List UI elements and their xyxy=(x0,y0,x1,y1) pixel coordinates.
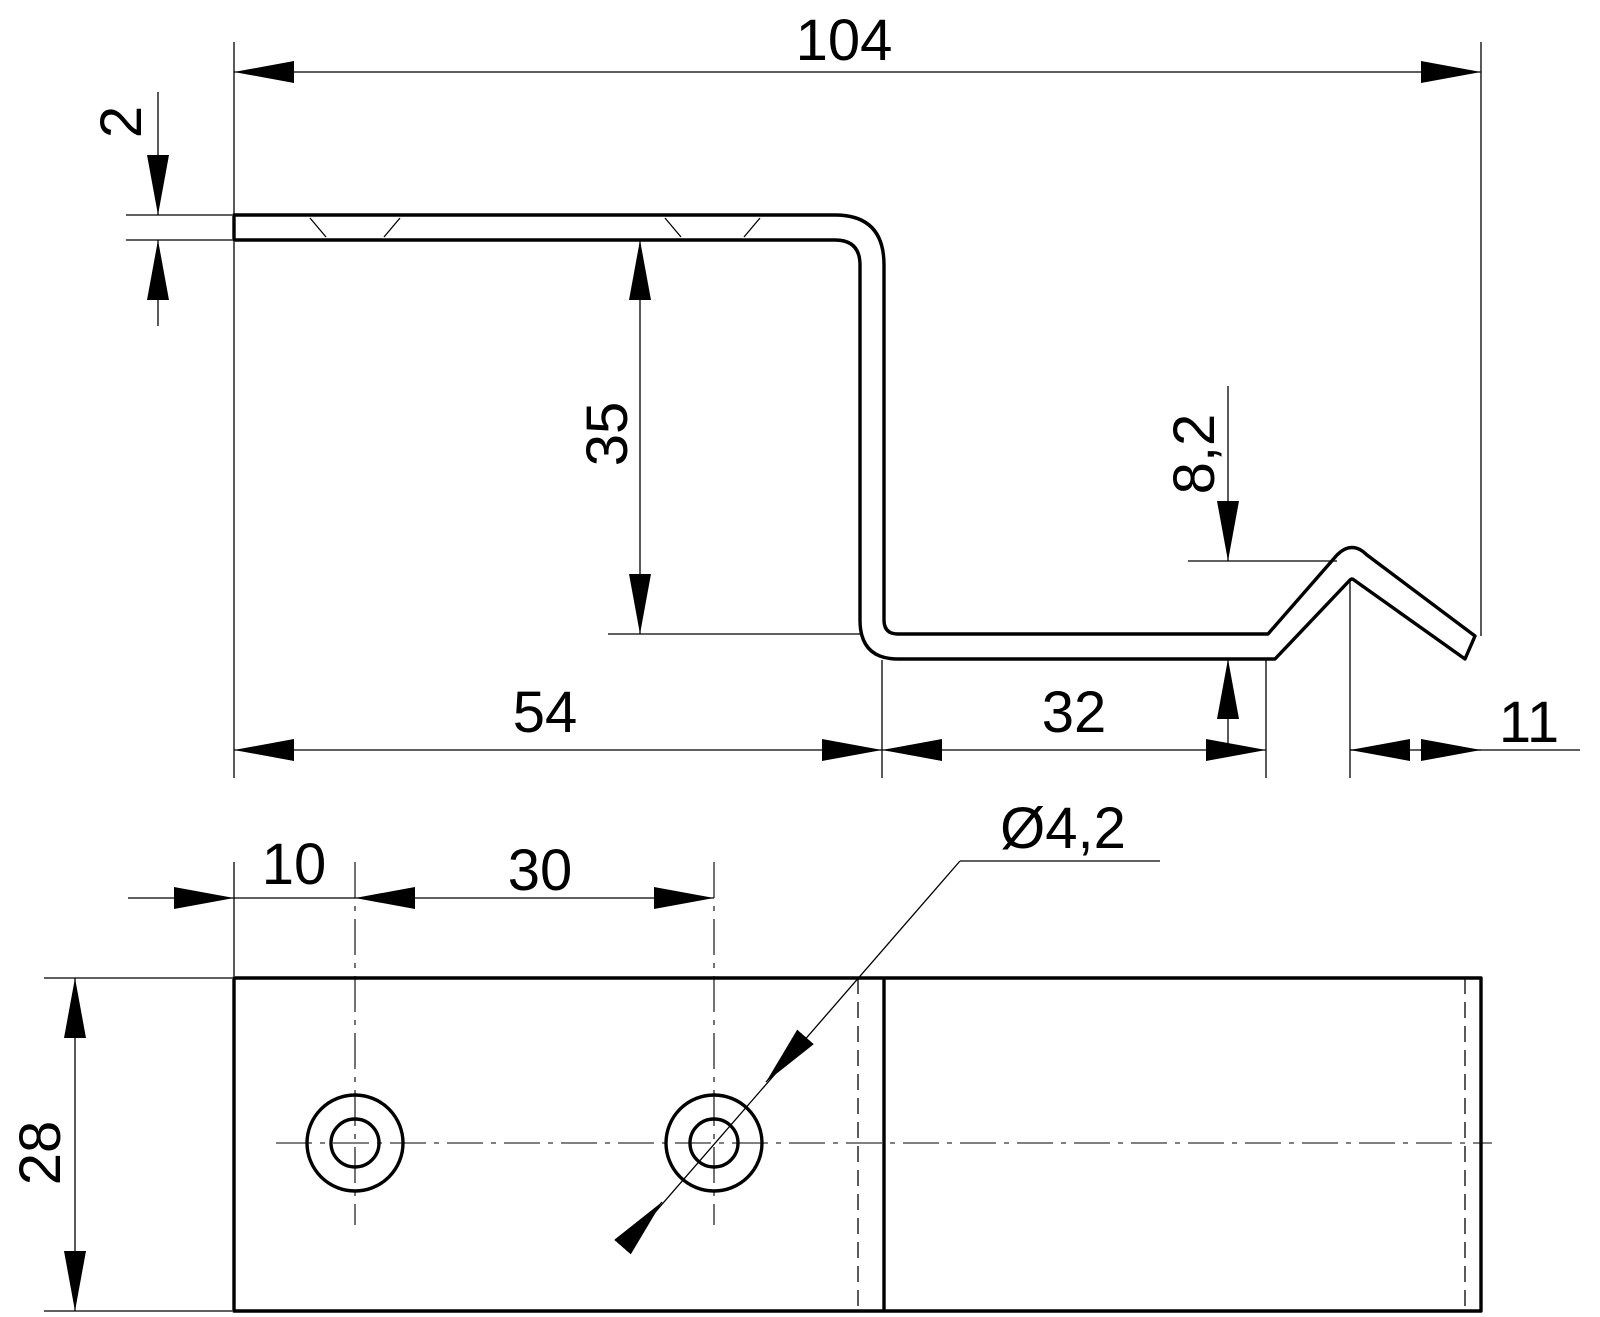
dimension-hole-diameter: Ø4,2 xyxy=(614,796,1160,1255)
offset-height-value: 35 xyxy=(575,402,640,467)
hole-1 xyxy=(305,1093,405,1193)
hole-spacing-value: 30 xyxy=(508,838,573,903)
rise-height-value: 8,2 xyxy=(1162,414,1227,495)
first-leg-value: 54 xyxy=(513,680,578,745)
overall-length-value: 104 xyxy=(796,8,893,73)
dimension-hole-positions: 10 30 xyxy=(128,832,714,976)
hole-2 xyxy=(664,1093,764,1193)
hole-diameter-value: Ø4,2 xyxy=(1000,796,1126,861)
width-value: 28 xyxy=(8,1121,73,1186)
dimension-offset-height: 35 xyxy=(575,240,862,635)
dimension-rise-height: 8,2 xyxy=(1162,386,1337,745)
strip-outer-contour xyxy=(232,213,1477,661)
dimension-overall-length: 104 xyxy=(233,8,1482,636)
dimension-width: 28 xyxy=(8,977,232,1312)
top-view: Ø4,2 10 30 28 xyxy=(8,796,1492,1313)
dimension-thickness: 2 xyxy=(89,92,232,326)
dimension-chain-bottom: 54 32 11 xyxy=(233,242,1580,778)
middle-leg-value: 32 xyxy=(1042,680,1107,745)
side-view: 104 2 35 8,2 xyxy=(89,8,1580,778)
end-projection-value: 11 xyxy=(1499,690,1559,755)
hole-edge-distance-value: 10 xyxy=(262,832,327,897)
strip-section-hatch xyxy=(309,217,761,238)
thickness-value: 2 xyxy=(89,106,154,138)
